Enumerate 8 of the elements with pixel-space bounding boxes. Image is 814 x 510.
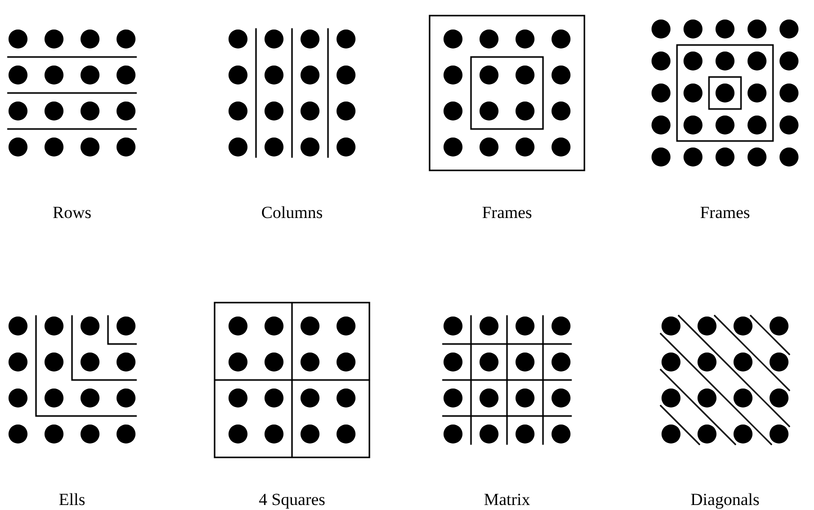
caption: Rows (52, 203, 92, 223)
caption: Frames (482, 203, 532, 223)
caption: Ells (58, 490, 86, 510)
caption: Frames (700, 203, 750, 223)
caption: 4 Squares (258, 490, 326, 510)
caption: Columns (261, 203, 323, 223)
caption: Matrix (484, 490, 530, 510)
caption: Diagonals (690, 490, 760, 510)
